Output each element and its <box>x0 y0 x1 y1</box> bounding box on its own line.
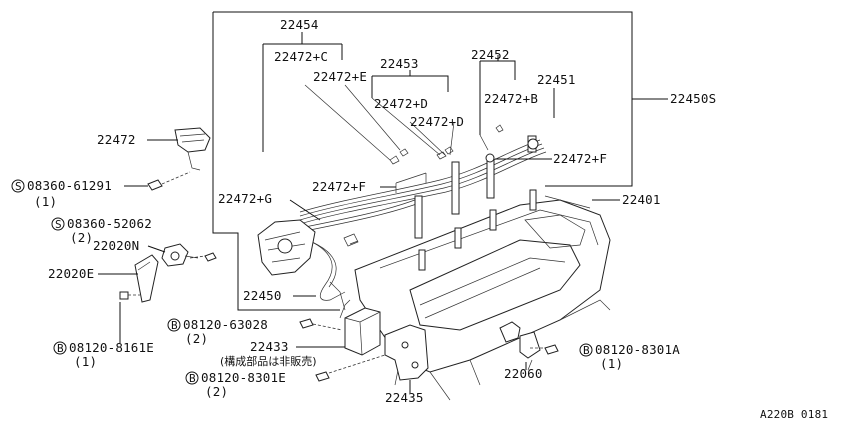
label-22450: 22450 <box>243 288 282 303</box>
label-22401: 22401 <box>622 192 661 207</box>
harness-assembly-frame <box>212 11 668 311</box>
diagram-code: A220B 0181 <box>760 408 828 421</box>
label-22472D1: 22472+D <box>374 96 428 111</box>
label-22435: 22435 <box>385 390 424 405</box>
bolt6-code: 08120-8301A <box>595 342 680 357</box>
label-22452: 22452 <box>471 47 510 62</box>
plug-boots <box>414 135 539 239</box>
bolt4-code: 08120-63028 <box>183 317 268 332</box>
engine-block <box>354 199 611 401</box>
label-22472D2: 22472+D <box>410 114 464 129</box>
label-22020N: 22020N <box>93 238 139 253</box>
label-22472G: 22472+G <box>218 191 272 206</box>
label-22472: 22472 <box>97 132 136 147</box>
label-22472F1: 22472+F <box>553 151 607 166</box>
bolt2-code: 08360-52062 <box>67 216 152 231</box>
bolt4-prefix: B <box>171 319 178 332</box>
coil-bracket <box>384 324 429 381</box>
label-22472C: 22472+C <box>274 49 328 64</box>
distributor <box>257 219 316 276</box>
label-22433: 22433 <box>250 339 289 354</box>
label-22020E: 22020E <box>48 266 94 281</box>
bracket-22472 <box>174 127 211 171</box>
sensor-22060 <box>499 321 541 371</box>
bolt6-qty: (1) <box>600 356 623 371</box>
bolt4-qty: (2) <box>185 331 208 346</box>
bolt2-prefix: S <box>55 218 62 231</box>
ignition-wires <box>299 84 547 301</box>
label-22454: 22454 <box>280 17 319 32</box>
bolt5-prefix: B <box>189 372 196 385</box>
bolt5-code: 08120-8301E <box>201 370 286 385</box>
ignition-coil <box>329 281 381 356</box>
label-22453: 22453 <box>380 56 419 71</box>
label-22472F2: 22472+F <box>312 179 366 194</box>
label-22450S: 22450S <box>670 91 716 106</box>
sensor-22020N <box>161 243 199 267</box>
bolt3-code: 08120-8161E <box>69 340 154 355</box>
bolt2-qty: (2) <box>70 230 93 245</box>
bolt5-qty: (2) <box>205 384 228 399</box>
bracket-22020E <box>134 254 159 303</box>
label-22060: 22060 <box>504 366 543 381</box>
labels: 22454 22472+C 22472+E 22453 22472+D 2247… <box>15 17 828 421</box>
bolt1-code: 08360-61291 <box>27 178 112 193</box>
sub-frames <box>262 32 555 152</box>
label-22472E: 22472+E <box>313 69 367 84</box>
wire-clips <box>343 124 504 247</box>
bolt6-prefix: B <box>583 344 590 357</box>
bolt3-prefix: B <box>57 342 64 355</box>
bolt3-qty: (1) <box>74 354 97 369</box>
leader-lines <box>98 139 620 393</box>
note-not-for-sale: (構成部品は非販売) <box>220 354 317 368</box>
bolt1-prefix: S <box>15 180 22 193</box>
bolts <box>119 171 559 382</box>
bolt1-qty: (1) <box>34 194 57 209</box>
bolt-prefix-circles <box>11 179 593 385</box>
label-22451: 22451 <box>537 72 576 87</box>
label-22472B: 22472+B <box>484 91 538 106</box>
spark-plugs <box>418 189 591 271</box>
